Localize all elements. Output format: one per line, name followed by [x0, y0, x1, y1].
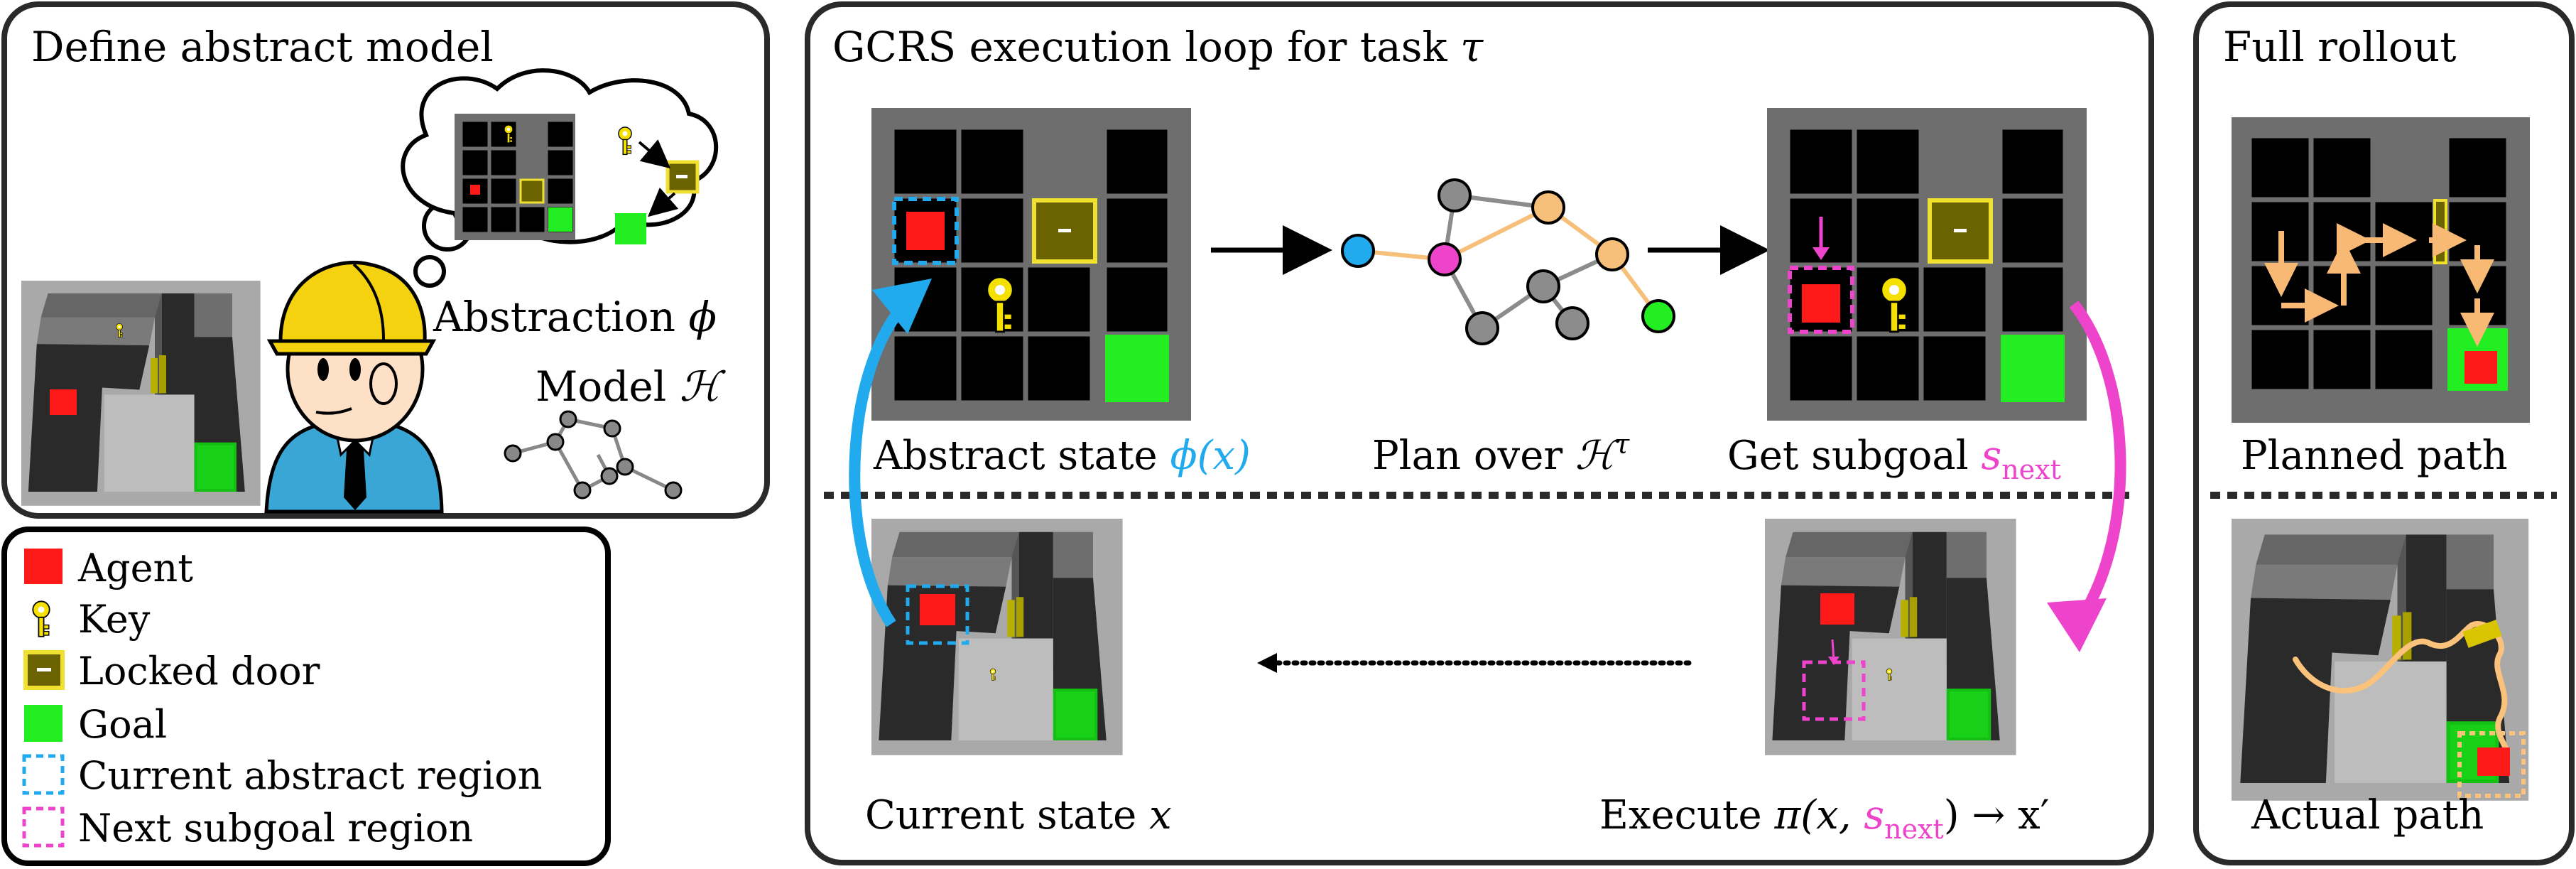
current-state-caption: Current state x — [865, 792, 1172, 838]
actual-path-trace — [2293, 621, 2510, 756]
model-graph-small — [504, 410, 683, 500]
dashed-magenta-square-icon — [22, 806, 65, 848]
abstract-state-grid — [871, 108, 1191, 421]
svg-text:Current abstract region: Current abstract region — [78, 753, 543, 798]
svg-text:Agent: Agent — [77, 546, 193, 590]
goal-square-icon — [24, 705, 63, 742]
current-region-marker-3d — [906, 584, 969, 645]
subgoal-grid — [1767, 108, 2087, 421]
loop-arrow-blue — [849, 292, 917, 627]
abstract-state-caption: Abstract state ϕ(x) — [873, 433, 1251, 479]
svg-text:Goal: Goal — [78, 702, 167, 747]
dashed-blue-square-icon — [22, 754, 65, 795]
planned-path-caption: Planned path — [2241, 433, 2508, 479]
plan-graph — [1341, 178, 1675, 345]
model-label: Model ℋ — [536, 362, 727, 411]
legend-item-subgoal-region: Next subgoal region — [22, 806, 473, 851]
plan-caption: Plan over ℋτ — [1372, 428, 1630, 479]
current-state-render — [871, 519, 1123, 755]
svg-text:Next subgoal region: Next subgoal region — [78, 806, 473, 851]
svg-text:Locked door: Locked door — [78, 649, 320, 693]
thought-bubble — [401, 68, 719, 288]
subgoal-caption: Get subgoal snext — [1727, 433, 2061, 485]
execute-caption: Execute π(x, snext) → x′ — [1599, 792, 2049, 845]
engineer-icon — [264, 260, 444, 514]
legend-item-current-region: Current abstract region — [22, 753, 543, 798]
legend-box — [1, 527, 611, 866]
panel-execution-loop-title: GCRS execution loop for task τ — [832, 23, 1484, 71]
legend-item-agent: Agent — [24, 546, 193, 590]
panel-full-rollout-title: Full rollout — [2223, 23, 2456, 71]
abstraction-label: Abstraction ϕ — [433, 293, 717, 341]
subgoal-region-marker — [1788, 266, 1854, 334]
svg-text:Key: Key — [78, 597, 151, 642]
loop-arrow-magenta — [2069, 301, 2126, 620]
actual-path-caption: Actual path — [2251, 792, 2484, 838]
legend-item-key: Key — [32, 597, 151, 642]
current-region-marker — [892, 197, 959, 265]
panel-abstract-model-title: Define abstract model — [31, 23, 494, 71]
planned-path-grid — [2232, 117, 2530, 423]
legend-item-goal: Goal — [24, 702, 167, 747]
agent-square-icon — [24, 549, 63, 584]
legend-item-locked-door: Locked door — [23, 649, 320, 693]
